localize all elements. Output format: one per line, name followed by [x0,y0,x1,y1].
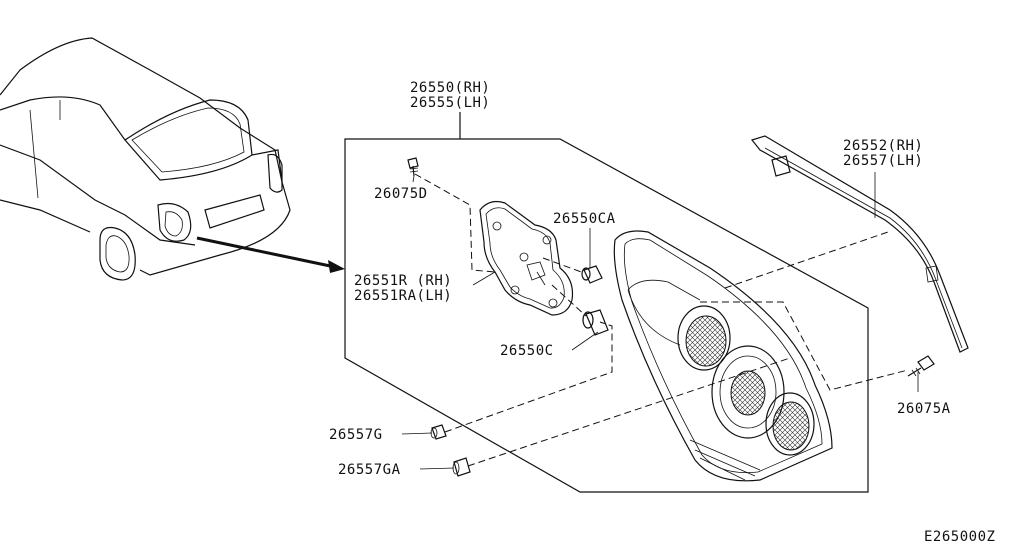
figure-code: E265000Z [924,529,995,545]
grommet-26557g [430,424,447,440]
label-26550c: 26550C [500,343,554,359]
label-26551ra-lh: 26551RA(LH) [354,288,452,304]
bulb-26550ca [581,265,603,284]
label-26552-rh: 26552(RH) [843,138,923,154]
callout-labels: 26550(RH) 26555(LH) 26552(RH) 26557(LH) … [329,80,995,545]
dashed-leaders [414,173,909,467]
label-26557-lh: 26557(LH) [843,153,923,169]
label-26557ga: 26557GA [338,462,401,478]
rear-combination-lamp [613,230,833,482]
label-26557g: 26557G [329,427,383,443]
label-26550-rh: 26550(RH) [410,80,490,96]
label-leader-lines [401,172,919,470]
assembly-frame [344,112,869,493]
leader-arrow [196,236,345,273]
label-26555-lh: 26555(LH) [410,95,490,111]
bulb-26550c [582,309,609,336]
label-26550ca: 26550CA [553,211,616,227]
grommet-26557ga [452,457,471,477]
label-26075d: 26075D [374,186,428,202]
label-26551r-rh: 26551R (RH) [354,273,452,289]
screw-26075a [907,355,935,377]
label-26075a: 26075A [897,401,951,417]
screw-26075d [407,157,419,177]
finisher-strip [750,135,969,353]
vehicle-rear-view [0,37,291,281]
